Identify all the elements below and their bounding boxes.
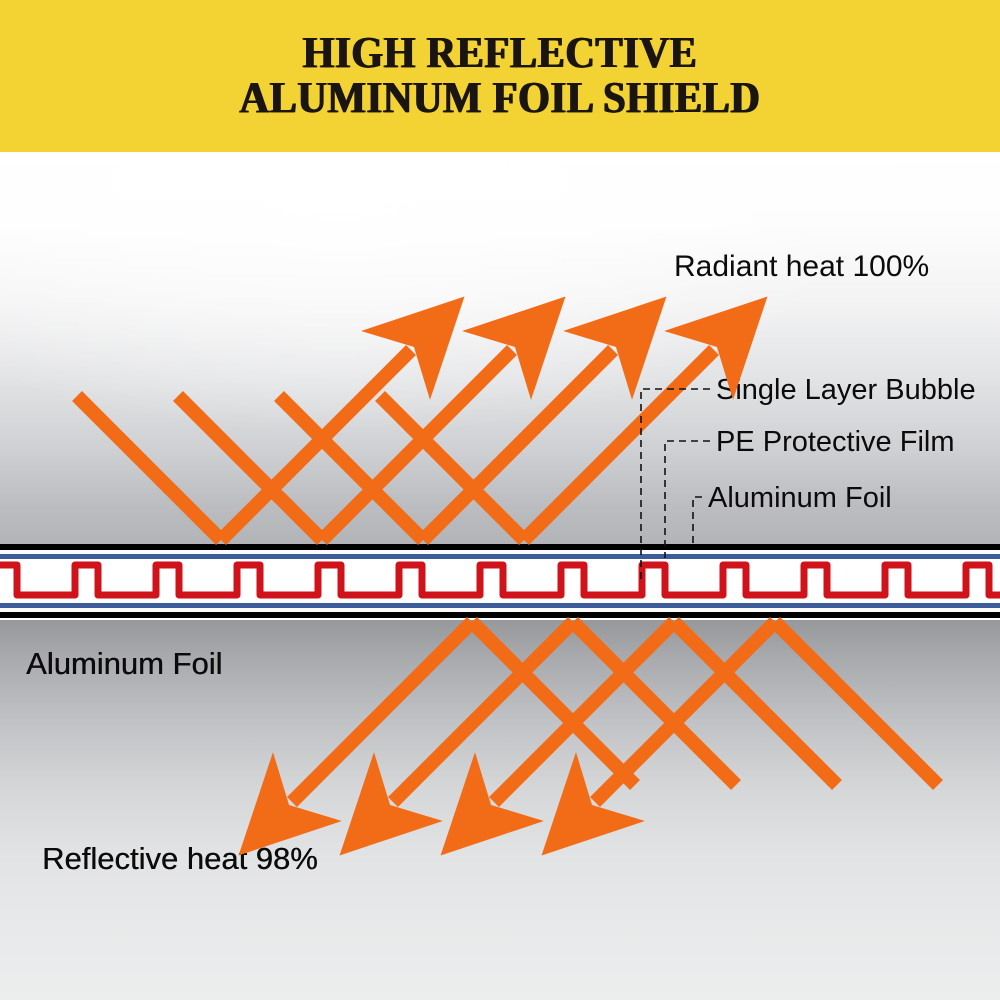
label-reflective-heat: Reflective heat 98% <box>42 841 318 876</box>
page-title-line-2: ALUMINUM FOIL SHIELD <box>239 73 761 122</box>
foil-gap-bottom <box>0 608 1000 612</box>
foil-layer-stack <box>0 540 1000 622</box>
pe-protective-film-layer-top <box>0 554 1000 559</box>
label-aluminum-foil-callout: Aluminum Foil <box>708 482 892 514</box>
page-title: HIGH REFLECTIVE ALUMINUM FOIL SHIELD <box>35 0 965 152</box>
aluminum-foil-layer-bottom <box>0 612 1000 618</box>
page-title-line-1: HIGH REFLECTIVE <box>302 28 698 78</box>
header-banner: HIGH REFLECTIVE ALUMINUM FOIL SHIELD <box>0 0 1000 152</box>
label-radiant-heat: Radiant heat 100% <box>674 250 930 283</box>
bubble-wave-graphic <box>0 561 1000 599</box>
label-pe-protective-film: PE Protective Film <box>716 426 955 458</box>
foil-gap-top <box>0 550 1000 554</box>
label-single-layer-bubble: Single Layer Bubble <box>716 374 976 406</box>
aluminum-foil-layer-top <box>0 544 1000 550</box>
pe-protective-film-layer-bottom <box>0 603 1000 608</box>
single-layer-bubble-band <box>0 559 1000 603</box>
label-aluminum-foil-bottom: Aluminum Foil <box>26 646 223 681</box>
